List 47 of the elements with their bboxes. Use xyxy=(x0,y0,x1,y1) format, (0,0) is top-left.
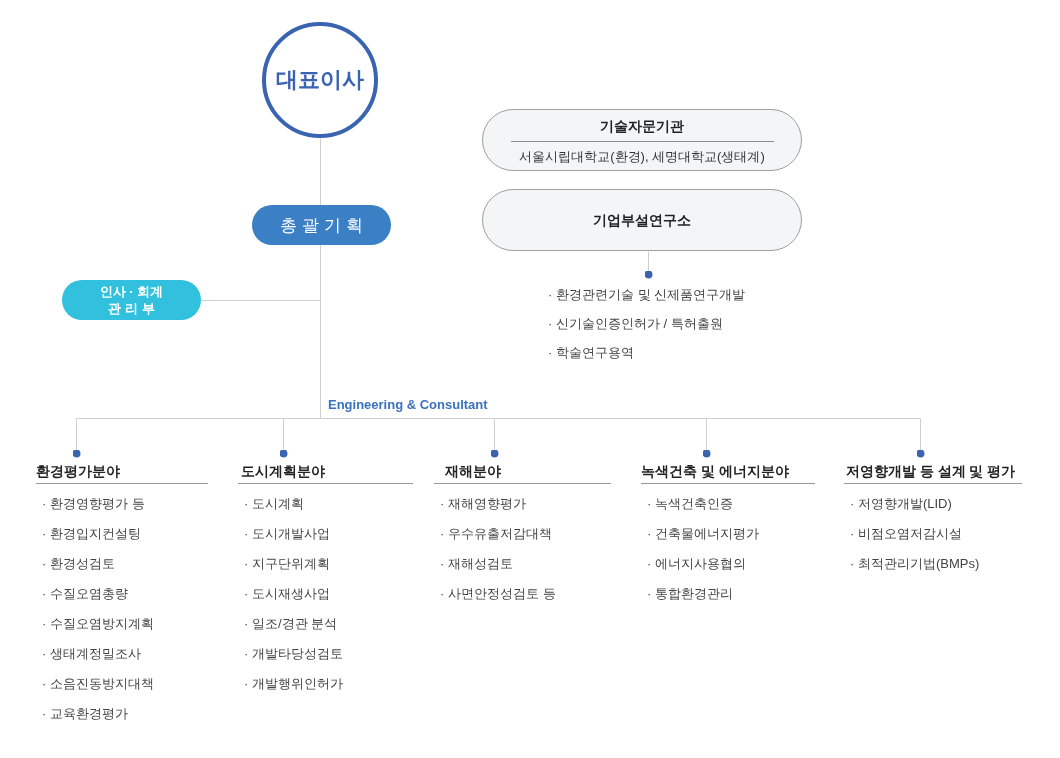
list-item: · 일조/경관 분석 xyxy=(244,615,338,633)
box-heading: 기술자문기관 xyxy=(510,117,774,142)
node-label: 총 괄 기 획 xyxy=(280,214,363,237)
connector-line xyxy=(201,245,321,301)
list-item: · 환경입지컨설팅 xyxy=(42,525,141,543)
list-item: · 신기술인증인허가 / 특허출원 xyxy=(548,315,723,333)
list-item: · 학술연구용역 xyxy=(548,344,634,362)
pill-box xyxy=(252,205,391,245)
category-heading: 환경평가분야 xyxy=(36,461,208,484)
box-subtitle: 서울시립대학교(환경), 세명대학교(생태계) xyxy=(519,147,765,165)
node-label: 대표이사 xyxy=(276,67,364,93)
list-item: · 통합환경관리 xyxy=(647,585,733,603)
node-label: 인사 · 회계 관 리 부 xyxy=(98,283,165,317)
list-item: · 사면안정성검토 등 xyxy=(440,585,556,603)
list-item: · 최적관리기법(BMPs) xyxy=(850,555,980,573)
category-heading: 도시계획분야 xyxy=(238,461,413,484)
list-item: · 저영향개발(LID) xyxy=(850,495,952,513)
list-item: · 녹색건축인증 xyxy=(647,495,733,513)
list-item: · 재해영향평가 xyxy=(440,495,526,513)
pill-box xyxy=(62,280,201,320)
category-heading: 재해분야 xyxy=(434,461,611,484)
list-item: · 비점오염저감시설 xyxy=(850,525,962,543)
list-item: · 수질오염총량 xyxy=(42,585,128,603)
list-item: · 환경영향평가 등 xyxy=(42,495,145,513)
section-label: Engineering & Consultant xyxy=(328,397,488,413)
list-item: · 소음진동방지대책 xyxy=(42,675,154,693)
category-heading: 녹색건축 및 에너지분야 xyxy=(641,461,815,484)
list-item: · 환경관련기술 및 신제품연구개발 xyxy=(548,286,746,304)
list-item: · 도시계획 xyxy=(244,495,304,513)
connector-line xyxy=(644,251,653,279)
connector-line xyxy=(320,138,321,206)
list-item: · 건축물에너지평가 xyxy=(647,525,759,543)
list-item: · 도시재생사업 xyxy=(244,585,330,603)
connector-line xyxy=(279,418,321,458)
list-item: · 개발타당성검토 xyxy=(244,645,343,663)
box-heading: 기업부설연구소 xyxy=(593,211,691,229)
list-item: · 환경성검토 xyxy=(42,555,115,573)
list-item: · 수질오염방지계획 xyxy=(42,615,154,633)
list-item: · 도시개발사업 xyxy=(244,525,330,543)
list-item: · 재해성검토 xyxy=(440,555,513,573)
list-item: · 개발행위인허가 xyxy=(244,675,343,693)
list-item: · 우수유출저감대책 xyxy=(440,525,552,543)
list-item: · 교육환경평가 xyxy=(42,705,128,723)
list-item: · 에너지사용협의 xyxy=(647,555,746,573)
category-heading: 저영향개발 등 설계 및 평가 xyxy=(844,461,1022,484)
list-item: · 생태계정밀조사 xyxy=(42,645,141,663)
list-item: · 지구단위계획 xyxy=(244,555,330,573)
